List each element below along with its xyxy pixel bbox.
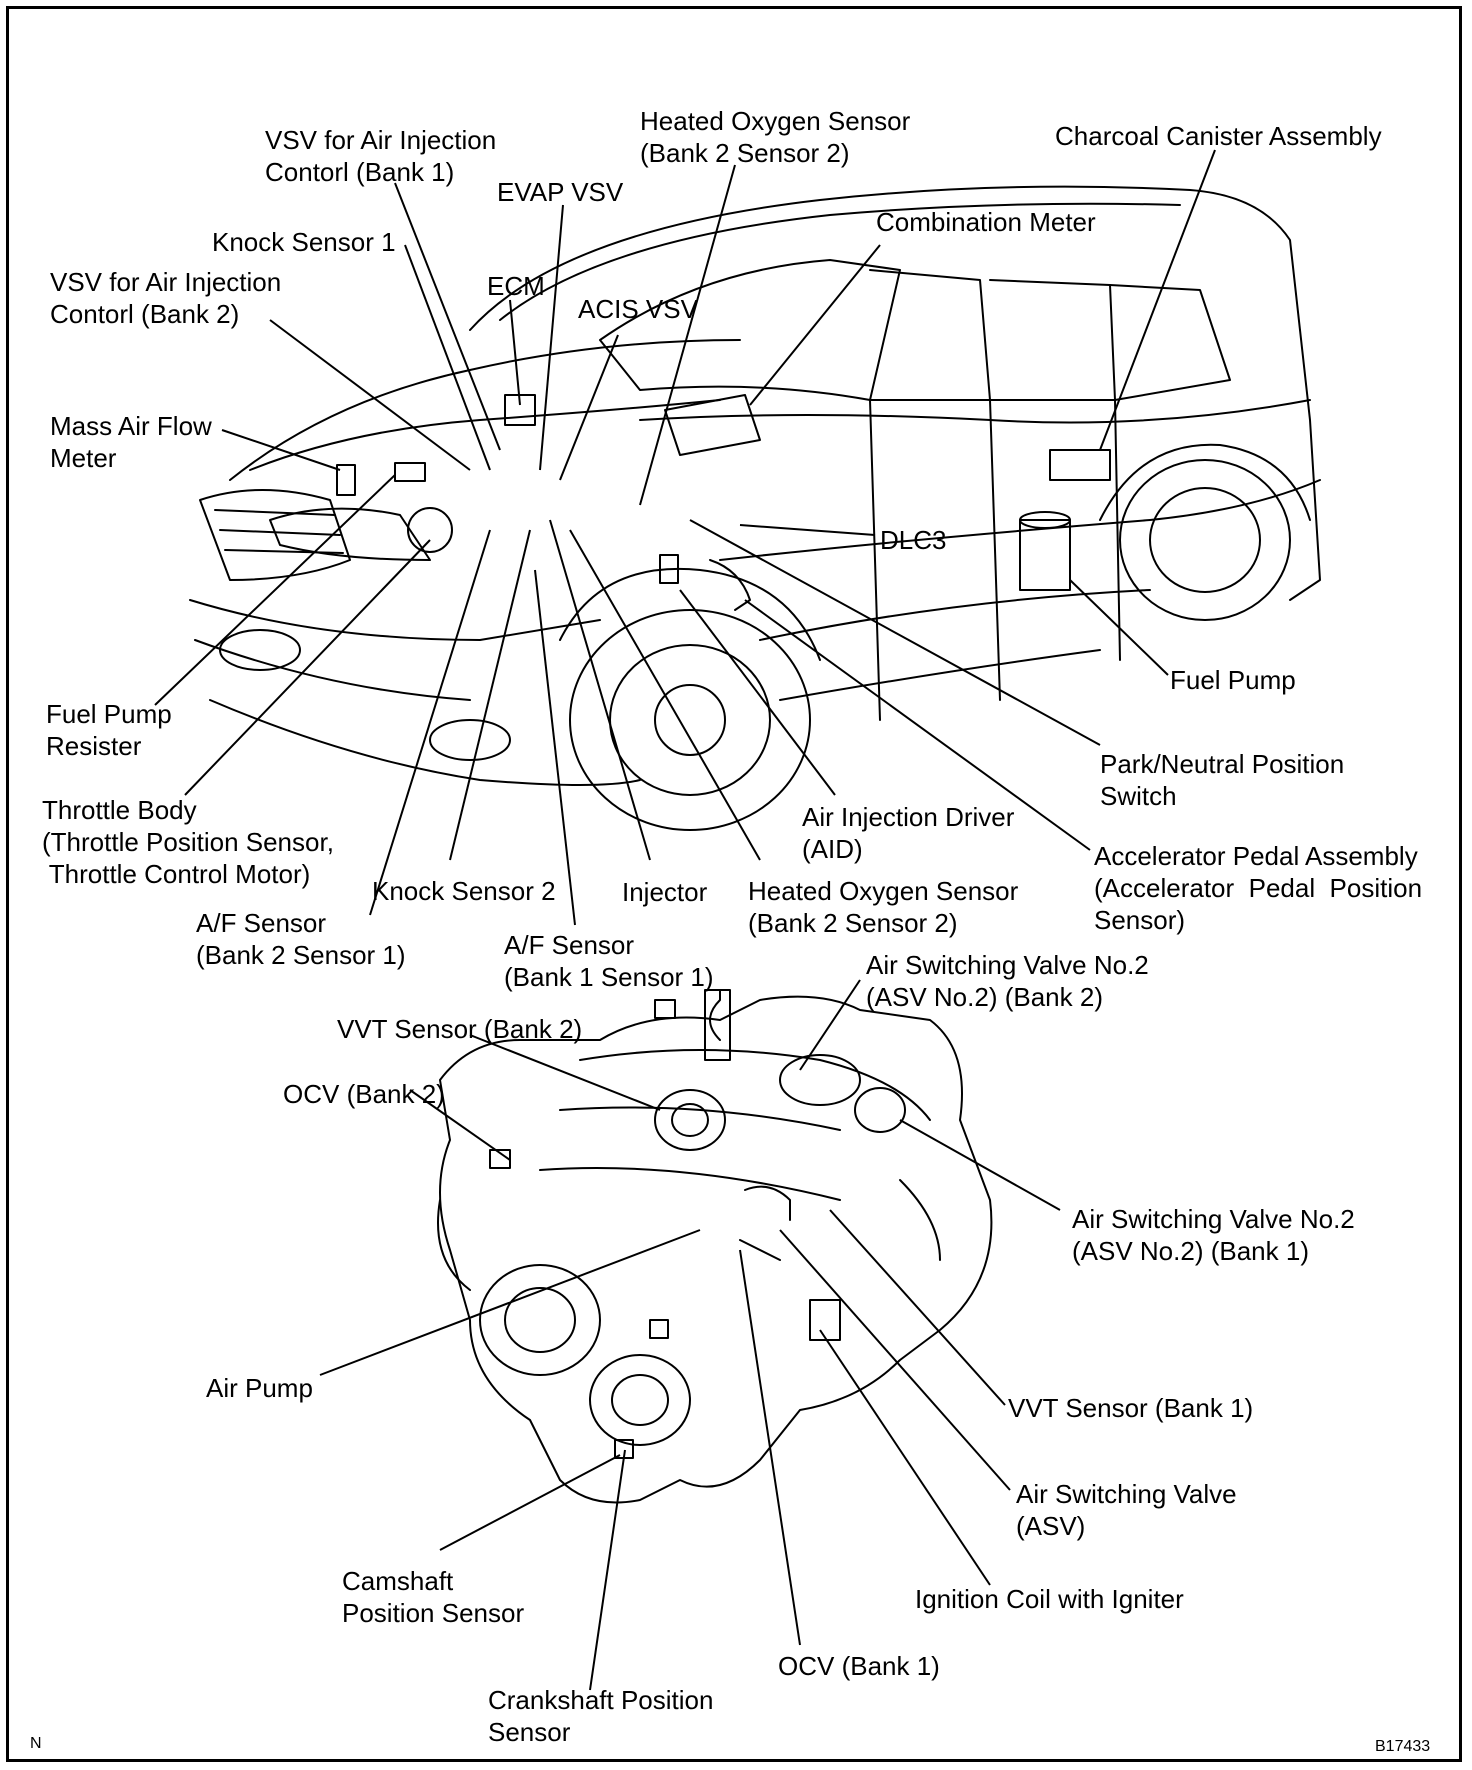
label-asv2-bank1: Air Switching Valve No.2 (ASV No.2) (Ban…: [1072, 1204, 1355, 1266]
label-vvt-sensor-bank2: VVT Sensor (Bank 2): [337, 1014, 583, 1044]
engine-outline: [437, 989, 993, 1504]
label-vsv-air-injection-bank1: VSV for Air Injection Contorl (Bank 1): [265, 125, 497, 187]
label-af-sensor-bank1: A/F Sensor (Bank 1 Sensor 1): [504, 930, 714, 992]
label-air-pump: Air Pump: [206, 1373, 313, 1403]
label-ocv-bank1: OCV (Bank 1): [778, 1651, 940, 1681]
label-vsv-air-injection-bank2: VSV for Air Injection Contorl (Bank 2): [50, 267, 282, 329]
leader-lines: [154, 149, 1216, 1691]
label-air-switching-valve: Air Switching Valve (ASV): [1016, 1479, 1237, 1541]
label-mass-air-flow-meter: Mass Air Flow Meter: [50, 411, 212, 473]
label-air-injection-driver: Air Injection Driver (AID): [802, 802, 1015, 864]
label-acis-vsv: ACIS VSV: [578, 294, 698, 324]
label-dlc3: DLC3: [880, 525, 947, 555]
label-charcoal-canister: Charcoal Canister Assembly: [1055, 121, 1382, 151]
label-injector: Injector: [622, 877, 708, 907]
label-ocv-bank2: OCV (Bank 2): [283, 1079, 445, 1109]
label-af-sensor-bank2: A/F Sensor (Bank 2 Sensor 1): [196, 908, 406, 970]
label-fuel-pump: Fuel Pump: [1170, 665, 1296, 695]
label-combination-meter: Combination Meter: [876, 207, 1096, 237]
vehicle-outline: [189, 185, 1321, 831]
label-ignition-coil: Ignition Coil with Igniter: [915, 1584, 1184, 1614]
label-accelerator-pedal: Accelerator Pedal Assembly (Accelerator …: [1094, 841, 1423, 935]
label-fuel-pump-resister: Fuel Pump Resister: [46, 699, 172, 761]
label-ecm: ECM: [487, 271, 545, 301]
diagram-frame: [6, 6, 1462, 1762]
label-park-neutral-switch: Park/Neutral Position Switch: [1100, 749, 1345, 811]
label-crankshaft-position-sensor: Crankshaft Position Sensor: [488, 1685, 714, 1747]
label-throttle-body: Throttle Body (Throttle Position Sensor,…: [42, 795, 334, 889]
label-heated-oxygen-sensor-top: Heated Oxygen Sensor (Bank 2 Sensor 2): [640, 106, 911, 168]
figure-id: B17433: [1375, 1738, 1431, 1755]
label-evap-vsv: EVAP VSV: [497, 177, 624, 207]
label-asv2-bank2: Air Switching Valve No.2 (ASV No.2) (Ban…: [866, 950, 1149, 1012]
label-camshaft-position-sensor: Camshaft Position Sensor: [342, 1566, 525, 1628]
label-knock-sensor-2: Knock Sensor 2: [372, 876, 556, 906]
label-knock-sensor-1: Knock Sensor 1: [212, 227, 396, 257]
corner-marker: N: [30, 1735, 42, 1752]
label-vvt-sensor-bank1: VVT Sensor (Bank 1): [1008, 1393, 1254, 1423]
label-heated-oxygen-sensor-bottom: Heated Oxygen Sensor (Bank 2 Sensor 2): [748, 876, 1019, 938]
